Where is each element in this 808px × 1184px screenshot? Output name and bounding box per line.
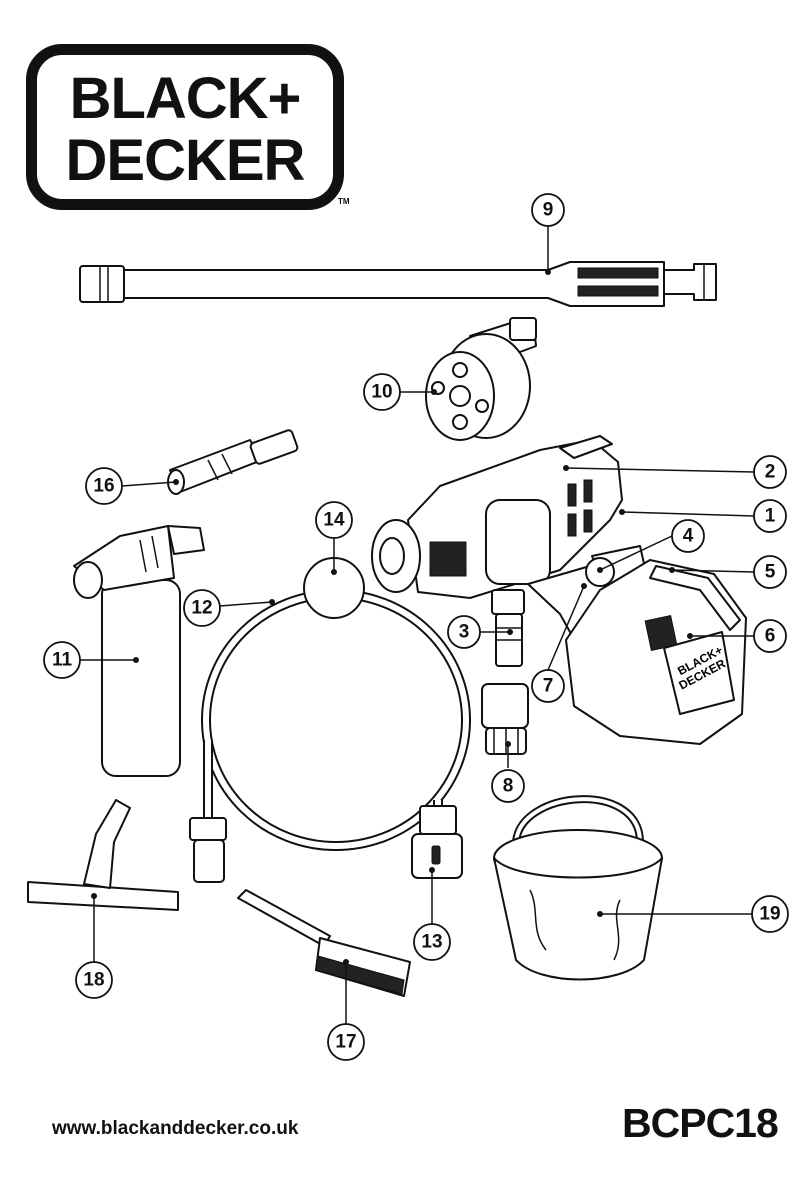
extension-lance xyxy=(79,261,717,307)
svg-text:9: 9 xyxy=(543,200,554,221)
svg-text:11: 11 xyxy=(52,650,73,671)
trademark-symbol: TM xyxy=(338,197,350,206)
brush xyxy=(237,889,411,997)
bucket xyxy=(493,795,663,981)
brand-line-1: BLACK+ xyxy=(69,66,302,131)
callout-18: 18 xyxy=(75,961,113,999)
svg-text:7: 7 xyxy=(543,676,554,697)
callout-4: 4 xyxy=(671,519,705,553)
svg-text:8: 8 xyxy=(503,776,514,797)
svg-text:13: 13 xyxy=(421,932,442,953)
callout-1: 1 xyxy=(753,499,787,533)
nozzle-adaptor xyxy=(167,429,299,495)
svg-text:5: 5 xyxy=(765,562,776,583)
svg-text:16: 16 xyxy=(93,476,114,497)
callout-2: 2 xyxy=(753,455,787,489)
brand-logo: BLACK+ DECKER xyxy=(26,44,344,210)
foam-bottle xyxy=(73,525,205,777)
callout-3: 3 xyxy=(447,615,481,649)
svg-text:14: 14 xyxy=(323,510,345,531)
svg-text:2: 2 xyxy=(765,462,776,483)
callout-13: 13 xyxy=(413,923,451,961)
callout-5: 5 xyxy=(753,555,787,589)
svg-text:12: 12 xyxy=(191,598,212,619)
battery-pack xyxy=(565,559,747,745)
svg-text:17: 17 xyxy=(335,1032,356,1053)
callout-8: 8 xyxy=(491,769,525,803)
callout-19: 19 xyxy=(751,895,789,933)
quick-connector xyxy=(481,683,529,755)
callout-16: 16 xyxy=(85,467,123,505)
squeegee-tool xyxy=(27,799,179,911)
callout-11: 11 xyxy=(43,641,81,679)
svg-text:18: 18 xyxy=(83,970,104,991)
spray-nozzle xyxy=(425,317,537,441)
callout-7: 7 xyxy=(531,669,565,703)
callout-10: 10 xyxy=(363,373,401,411)
callout-9: 9 xyxy=(531,193,565,227)
svg-text:1: 1 xyxy=(765,506,776,527)
callout-14: 14 xyxy=(315,501,353,539)
svg-text:19: 19 xyxy=(759,904,780,925)
callout-6: 6 xyxy=(753,619,787,653)
svg-text:4: 4 xyxy=(683,526,694,547)
svg-text:3: 3 xyxy=(459,622,470,643)
hose-connector xyxy=(411,805,463,879)
svg-text:10: 10 xyxy=(371,382,392,403)
leader-lines xyxy=(80,224,755,1024)
callout-17: 17 xyxy=(327,1023,365,1061)
callout-12: 12 xyxy=(183,589,221,627)
model-number: BCPC18 xyxy=(622,1100,779,1146)
website-url: www.blackanddecker.co.uk xyxy=(52,1118,299,1139)
svg-text:6: 6 xyxy=(765,626,776,647)
brand-line-2: DECKER xyxy=(65,128,306,193)
